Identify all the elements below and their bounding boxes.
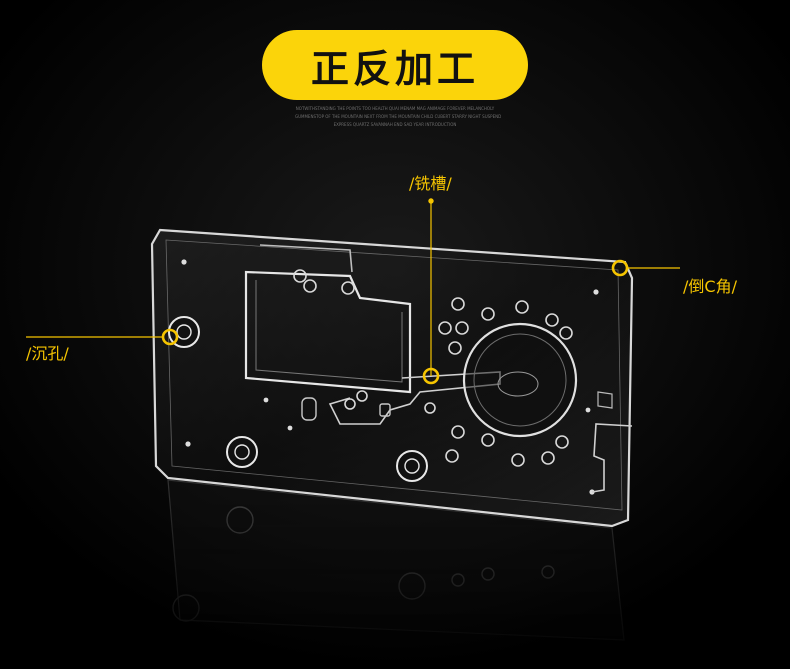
fine-print-line-1: NOTWITHSTANDING THE POINTS TOO HEALTH QU… — [295, 106, 495, 111]
plate-reflection — [167, 479, 625, 641]
callout-leaders — [26, 198, 680, 385]
acrylic-plate — [150, 228, 634, 528]
callout-countersunk: /沉孔/ — [26, 344, 69, 363]
fine-print-line-3: EXPRESS QUARTZ SAVANNAH END SAD YEAR INT… — [333, 122, 457, 127]
callout-milled-slot: /铣槽/ — [409, 174, 452, 193]
title-badge: 正反加工 — [262, 30, 528, 100]
callout-chamfer: /倒C角/ — [683, 277, 737, 296]
fine-print-line-2: GUMMENSTOP OF THE MOUNTAIN NEXT FROM THE… — [295, 114, 502, 119]
page-title: 正反加工 — [310, 46, 479, 91]
